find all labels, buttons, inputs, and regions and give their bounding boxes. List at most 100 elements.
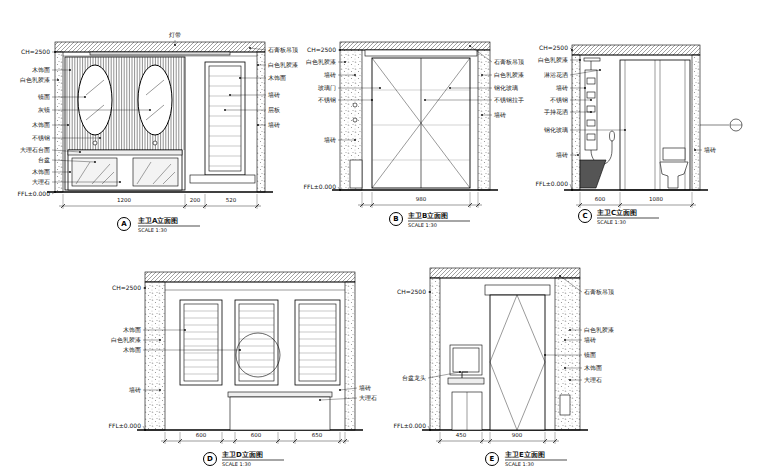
mirror (450, 345, 482, 375)
dimension-tick (293, 439, 297, 443)
dimension-tick (618, 203, 622, 207)
panel-stripe (119, 57, 120, 150)
title-underline (408, 221, 470, 222)
material-tag: 墙砖 (324, 72, 336, 78)
ceiling-slab (340, 42, 490, 50)
mirror-glint (146, 105, 164, 120)
extension-line (345, 432, 346, 444)
wall-fitting (353, 103, 357, 107)
leader-dot (379, 87, 381, 89)
leader-dot (569, 329, 571, 331)
panel-stripe (69, 57, 70, 150)
louver-line (239, 353, 274, 354)
panel-stripe (181, 57, 182, 150)
leader-line (570, 380, 582, 381)
material-tag: 台盆龙头 (402, 375, 426, 381)
bench (230, 397, 330, 430)
leader-dot (371, 99, 373, 101)
leader-dot (69, 69, 71, 71)
cabinet-inner (184, 304, 218, 381)
cabinet-split (467, 392, 468, 430)
panel-stripe (126, 57, 127, 150)
panel-stripe (178, 57, 179, 150)
leader-line (52, 110, 150, 111)
scale-note: SCALE 1:30 (138, 228, 167, 233)
material-tag: 白色乳胶漆 (20, 77, 50, 83)
material-tag: 墙砖 (268, 92, 280, 98)
leader-dot (239, 349, 241, 351)
cabinet-shelf (209, 96, 241, 97)
leader-line (482, 75, 492, 76)
leader-line (258, 65, 266, 66)
door-leaf (490, 295, 545, 430)
material-tag: 不锈钢拉手 (494, 97, 524, 103)
material-tag: 墙砖 (268, 122, 280, 128)
ceiling-line (430, 278, 580, 279)
scale-note: SCALE 1:30 (222, 462, 251, 467)
material-tag: FFL±0.000 (18, 191, 50, 197)
material-tag: 木饰面 (32, 122, 50, 128)
louver-line (184, 339, 218, 340)
leader-dot (159, 339, 161, 341)
scale-note: SCALE 1:30 (597, 220, 626, 225)
leader-line (425, 100, 492, 101)
glass-line (372, 90, 470, 91)
panel-stripe (72, 57, 73, 150)
louver-line (299, 360, 336, 361)
toilet-tank (663, 148, 685, 160)
dimension-tick (468, 203, 472, 207)
extension-line (222, 432, 223, 444)
extension-line (482, 432, 483, 444)
leader-dot (144, 429, 146, 431)
leader-line (428, 372, 460, 378)
louver-line (184, 367, 218, 368)
door-swing (490, 295, 545, 430)
material-tag: FFL±0.000 (304, 184, 336, 190)
material-tag: 白色乳胶漆 (111, 337, 141, 343)
leader-line (560, 276, 582, 292)
material-tag: FFL±0.000 (394, 423, 426, 429)
leader-dot (459, 371, 461, 373)
panel-stripe (129, 57, 130, 150)
panel-stripe (184, 57, 185, 150)
leader-dot (119, 181, 121, 183)
marble-vein (76, 162, 114, 184)
dimension-value: 650 (312, 433, 323, 439)
ceiling-slab (145, 272, 355, 282)
section-line (700, 125, 729, 126)
extension-line (295, 432, 296, 444)
leader-line (338, 50, 340, 51)
cabinet-shelf (209, 76, 241, 77)
marble-vein (137, 162, 175, 184)
leader-dot (564, 367, 566, 369)
louver-line (239, 311, 274, 312)
elevation-letter: D (207, 456, 213, 463)
wall-section (55, 52, 63, 192)
leader-line (52, 97, 85, 98)
drawing-title: 主卫B立面图 (408, 213, 448, 220)
leader-line (565, 368, 582, 369)
leader-line (338, 187, 340, 190)
leader-line (565, 340, 582, 341)
material-tag: CH=2500 (21, 49, 50, 55)
basin-top (448, 378, 484, 384)
tall-cabinet (205, 62, 245, 175)
material-tag: 镜面 (38, 94, 50, 100)
ceiling-slab (55, 42, 265, 52)
cabinet-inner (299, 304, 336, 381)
louver-line (299, 346, 336, 347)
leader-dot (339, 189, 341, 191)
leader-line (52, 182, 120, 183)
dimension-tick (360, 203, 364, 207)
floor-line (47, 191, 273, 192)
louver-line (184, 318, 218, 319)
wall-section (692, 55, 700, 190)
extension-line (340, 432, 341, 444)
marble-panel (72, 158, 117, 186)
leader-dot (481, 114, 483, 116)
dimension-tick (233, 439, 237, 443)
leader-line (570, 48, 572, 50)
leader-line (52, 150, 80, 152)
leader-dot (424, 99, 426, 101)
